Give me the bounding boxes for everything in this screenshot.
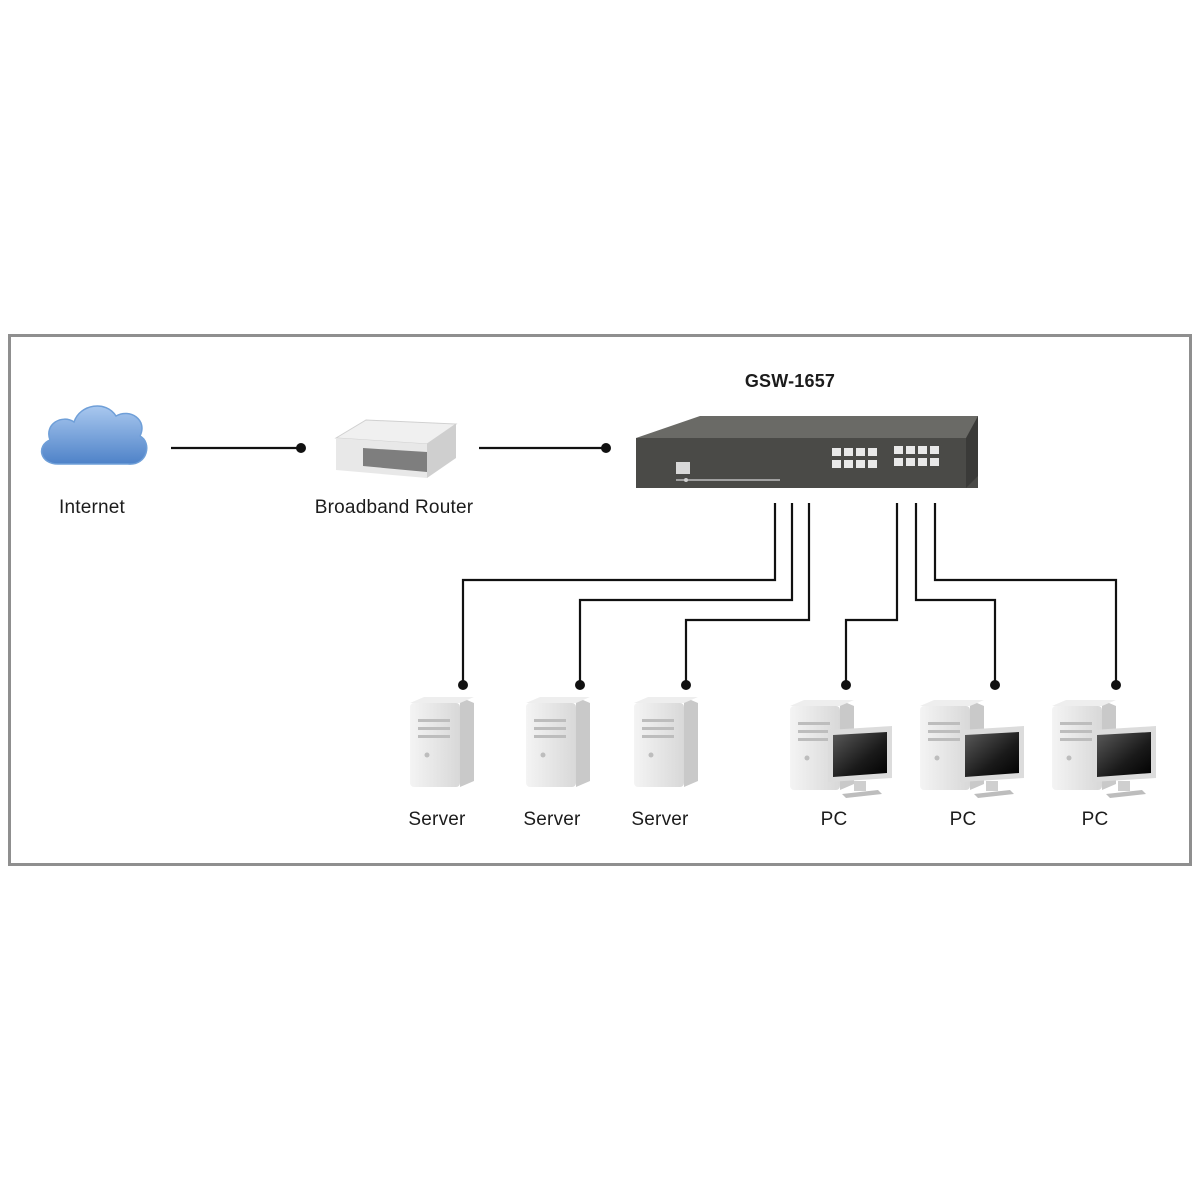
link-switch-pc-1 — [844, 503, 899, 685]
router-label: Broadband Router — [314, 497, 474, 518]
server-icon — [634, 697, 698, 787]
server-icon — [526, 697, 590, 787]
server-label: Server — [408, 809, 466, 830]
server-icon — [410, 697, 474, 787]
internet-label: Internet — [58, 497, 126, 518]
link-switch-pc-3 — [933, 503, 1118, 685]
pc-icon — [920, 700, 1024, 798]
link-switch-server-1 — [461, 503, 777, 685]
link-switch-server-2 — [578, 503, 794, 685]
pc-label: PC — [949, 809, 977, 830]
pc-icon — [790, 700, 892, 798]
diagram-frame — [8, 334, 1192, 866]
pc-icon — [1052, 700, 1156, 798]
switch-icon — [636, 416, 978, 488]
pc-label: PC — [820, 809, 848, 830]
connection-dots — [296, 443, 1121, 690]
connection-lines — [171, 446, 1118, 685]
server-label: Server — [523, 809, 581, 830]
link-switch-pc-2 — [914, 503, 997, 685]
server-label: Server — [631, 809, 689, 830]
pc-label: PC — [1081, 809, 1109, 830]
link-switch-server-3 — [684, 503, 811, 685]
switch-model-label: GSW-1657 — [744, 371, 836, 391]
router-icon — [334, 419, 458, 478]
cloud-icon — [40, 405, 148, 465]
